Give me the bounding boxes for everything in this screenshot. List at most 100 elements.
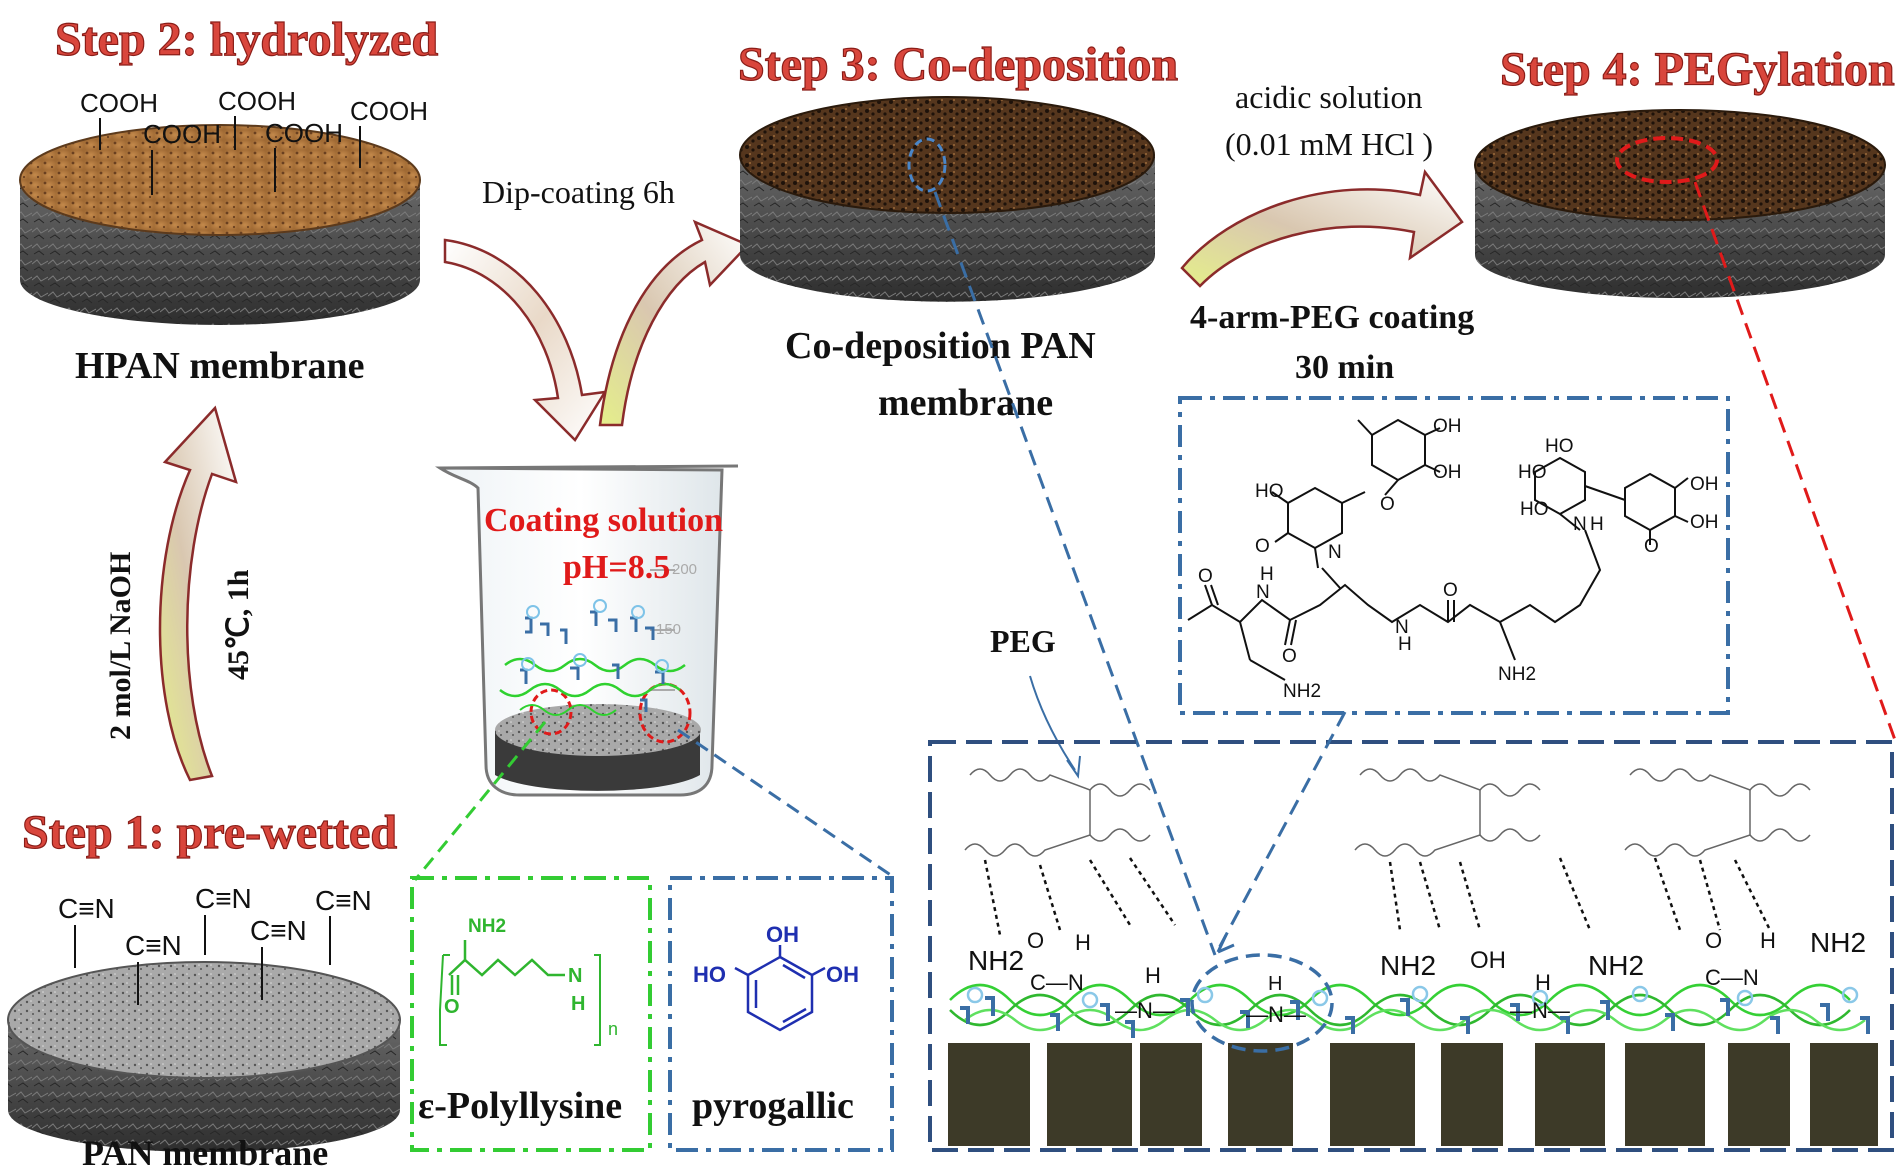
beaker-pyrogallol-marks <box>520 599 669 712</box>
surface-schematic-box <box>928 740 1894 1152</box>
surface-pyrogallol-marks <box>960 996 1870 1038</box>
surface-zoom-ellipse <box>1190 953 1334 1053</box>
cn-label: C≡N <box>125 930 182 961</box>
step3-title: Step 3: Co-deposition <box>738 38 1178 91</box>
peg-label: PEG <box>990 623 1056 659</box>
surface-h: H <box>1075 930 1091 955</box>
surface-nh2: NH2 <box>968 945 1024 976</box>
cooh-label: COOH <box>265 118 343 148</box>
surface-h: H <box>1268 973 1282 995</box>
acidic-solution-label: acidic solution <box>1235 79 1423 115</box>
peg-attachment-lines <box>983 857 1772 936</box>
oh-label: OH <box>1690 474 1719 495</box>
to-codeposition-arrow <box>598 219 751 427</box>
surface-h: H <box>1145 963 1161 988</box>
cn-label: C≡N <box>195 883 252 914</box>
coating-solution-label: Coating solution <box>484 502 723 539</box>
ph-label: pH=8.5 <box>563 549 670 586</box>
hpan-cooh-groups: COOH COOH COOH COOH COOH <box>80 86 428 195</box>
to-beaker-arrow <box>443 238 608 442</box>
pyrogallic-box <box>668 876 894 1152</box>
codeposition-label-line2: membrane <box>878 382 1053 424</box>
structure-labels: OH OH O HO O N HO HO HO OH OH O N H O O … <box>1198 416 1719 702</box>
lysine-h: H <box>571 993 585 1015</box>
naoh-condition: 2 mol/L NaOH <box>104 552 137 740</box>
codeposition-membrane-disc <box>739 96 1155 302</box>
surface-amine: —N— <box>1510 998 1570 1023</box>
surface-amine: —N— <box>1115 998 1175 1023</box>
hpan-membrane-disc <box>19 124 421 325</box>
surface-light-circles <box>966 985 1859 1009</box>
step2-title: Step 2: hydrolyzed <box>55 13 438 66</box>
h-label: H <box>1398 634 1412 655</box>
lysine-n: N <box>568 965 582 987</box>
peg-coating-time-label: 30 min <box>1295 349 1394 386</box>
codeposit-structure <box>1187 418 1689 681</box>
cooh-label: COOH <box>80 88 158 118</box>
o-label: O <box>1255 536 1270 557</box>
ho-label: HO <box>1255 481 1284 502</box>
ho-label: HO <box>1518 462 1547 483</box>
codeposition-zoom-line <box>933 191 1217 956</box>
polylysine-structure: NH2 O N H n <box>439 916 618 1046</box>
oh-label: OH <box>1433 462 1462 483</box>
oh-label: OH <box>1690 512 1719 533</box>
polylysine-label: ε-Polyllysine <box>418 1085 622 1127</box>
peg-coating-label: 4-arm-PEG coating <box>1190 299 1474 336</box>
cooh-label: COOH <box>143 119 221 149</box>
pan-label: PAN membrane <box>82 1133 328 1173</box>
beaker-tick-200: 200 <box>672 561 697 578</box>
pyrogallol-oh-top: OH <box>766 922 799 947</box>
nh2-label: NH2 <box>1283 681 1321 702</box>
hydrolysis-arrow <box>158 405 238 782</box>
nh-label: N <box>1573 514 1587 535</box>
peg-pointer <box>1029 675 1076 771</box>
o-label: O <box>1644 536 1659 557</box>
hpan-label: HPAN membrane <box>75 345 365 387</box>
o-label: O <box>1198 566 1213 587</box>
pyrogallic-label: pyrogallic <box>692 1085 854 1127</box>
cooh-label: COOH <box>218 86 296 116</box>
lysine-leader-line <box>413 721 547 881</box>
cn-label: C≡N <box>58 893 115 924</box>
surface-o: O <box>1027 928 1044 953</box>
cn-label: C≡N <box>315 885 372 916</box>
lysine-n-subscript: n <box>608 1019 618 1039</box>
beaker-tick-150: 150 <box>656 621 681 638</box>
surface-amide: C—N <box>1030 970 1084 995</box>
codeposition-label-line1: Co-deposition PAN <box>785 325 1096 367</box>
surface-o: O <box>1705 928 1722 953</box>
ho-label: HO <box>1520 499 1549 520</box>
o-label: O <box>1443 580 1458 601</box>
lysine-o: O <box>444 996 460 1018</box>
polylysine-box <box>410 876 652 1152</box>
step4-title: Step 4: PEGylation <box>1500 43 1895 96</box>
lysine-nh2: NH2 <box>468 916 506 937</box>
n-label: N <box>1328 542 1342 563</box>
h-label: H <box>1590 514 1604 535</box>
surface-amine: —N— <box>1246 1002 1306 1027</box>
pyrogallol-ho-left: HO <box>693 962 726 987</box>
h-label: H <box>1260 564 1274 585</box>
oh-label: OH <box>1433 416 1462 437</box>
pyrogallol-structure: OH HO OH <box>693 922 859 1032</box>
pyrogallol-oh-right: OH <box>826 962 859 987</box>
o-label: O <box>1380 494 1395 515</box>
n-label: N <box>1395 617 1409 638</box>
surface-nh2: NH2 <box>1380 950 1436 981</box>
beaker <box>434 464 739 797</box>
surface-nh2: NH2 <box>1810 927 1866 958</box>
membrane-substrate-blocks <box>948 1043 1878 1146</box>
pan-cn-groups: C≡N C≡N C≡N C≡N C≡N <box>58 883 372 1005</box>
pan-membrane-disc <box>7 961 401 1152</box>
pegylated-membrane-disc <box>1474 109 1886 299</box>
o-label: O <box>1282 646 1297 667</box>
cooh-label: COOH <box>350 96 428 126</box>
coating-layer-chains <box>949 983 1866 1032</box>
surface-h: H <box>1535 970 1551 995</box>
surface-nh2: NH2 <box>1588 950 1644 981</box>
dip-coating-condition: Dip-coating 6h <box>482 174 675 210</box>
structure-box <box>1178 396 1730 715</box>
pegylation-arrow <box>1180 169 1464 288</box>
